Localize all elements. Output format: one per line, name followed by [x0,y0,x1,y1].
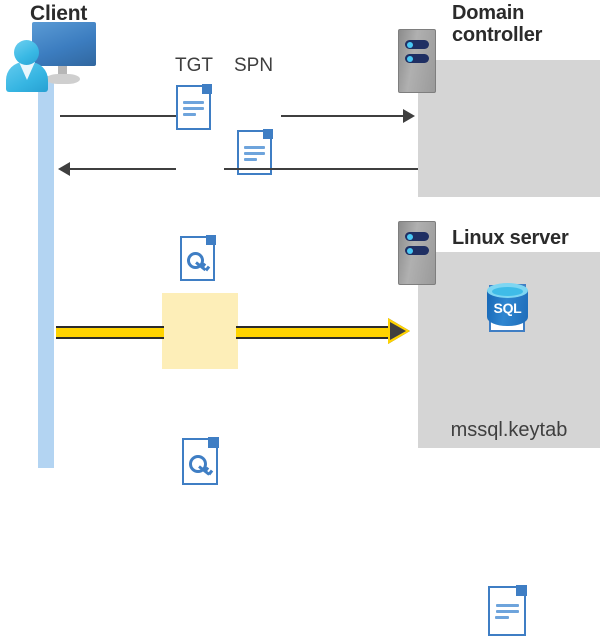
spn-document-icon [237,129,273,175]
sql-database-icon: SQL [487,283,528,333]
linux-server-server-icon [398,221,436,285]
keytab-document-icon [488,585,527,636]
monitor-base [46,74,80,84]
document-text-lines [488,604,526,622]
server-led-dot [407,233,413,240]
linux-server-title: Linux server [452,227,569,249]
document-text-lines [176,101,211,119]
request-arrow-head [403,109,415,123]
tgt-label: TGT [175,55,213,76]
service-ticket-key-document-icon [182,437,219,485]
response-arrow-line-right [224,168,418,170]
domain-controller-panel [418,60,600,197]
arrow-head-fill [390,322,406,340]
tgt-document-icon [176,84,212,130]
document-fold-corner [202,84,212,94]
document-line [495,616,509,619]
monitor-neck [58,66,67,77]
sql-label: SQL [493,300,522,316]
server-led-bar [405,40,429,49]
document-fold-corner [208,437,219,448]
client-title: Client [30,2,88,25]
response-arrow-line-left [70,168,176,170]
document-text-lines [237,146,272,164]
service-ticket-arrow-line-right [236,326,393,339]
document-line [183,101,204,104]
key-glyph [187,252,211,272]
document-fold-corner [516,585,527,596]
keytab-filename-label: mssql.keytab [450,419,568,441]
document-line [244,158,257,161]
document-line [495,604,519,607]
server-led-dot [407,247,413,254]
server-led-bar [405,54,429,63]
document-line [183,107,204,110]
request-arrow-line-left [60,115,178,117]
spn-label: SPN [234,55,274,76]
document-line [244,146,265,149]
diagram-canvas: Client Domain controller Linux server TG… [6,2,600,636]
monitor-screen [32,22,96,66]
response-key-document-icon [180,235,216,281]
client-workstation-icon [6,22,98,92]
server-led-dot [407,55,413,62]
document-line [183,113,196,116]
client-lifeline [38,76,54,468]
document-fold-corner [263,129,273,139]
server-led-bar [405,232,429,241]
service-ticket-arrow-line-left [56,326,164,339]
request-arrow-line-right [281,115,404,117]
document-line [244,152,265,155]
domain-controller-server-icon [398,29,436,93]
response-arrow-head [58,162,70,176]
service-ticket-highlight-box [162,293,238,369]
cylinder-top-inner [492,286,523,296]
server-led-dot [407,41,413,48]
key-glyph [189,455,214,476]
person-head [14,40,39,65]
document-fold-corner [206,235,216,245]
domain-controller-title: Domain controller [452,2,543,47]
document-line [495,610,519,613]
server-led-bar [405,246,429,255]
